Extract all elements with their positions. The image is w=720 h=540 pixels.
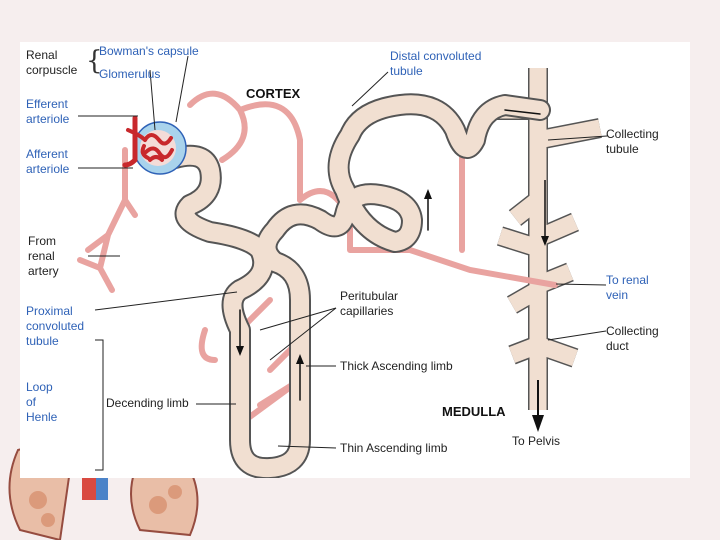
collecting-duct-shape xyxy=(492,68,602,432)
renal-corpuscle-shape xyxy=(122,115,187,175)
thin-ascending-limb-label: Thin Ascending limb xyxy=(340,441,448,455)
renal-corpuscle-brace: { xyxy=(86,46,103,76)
leader-lines xyxy=(78,55,608,471)
bowmans-capsule-label: Bowman's capsule xyxy=(99,44,199,58)
glomerulus-label: Glomerulus xyxy=(99,67,161,81)
descending-limb-label: Decending limb xyxy=(106,396,189,410)
to-pelvis-label: To Pelvis xyxy=(512,434,561,448)
nephron-tubule-shape xyxy=(164,93,551,478)
medulla-label: MEDULLA xyxy=(442,404,506,419)
nephron-diagram xyxy=(77,55,608,478)
thick-ascending-limb-label: Thick Ascending limb xyxy=(340,359,453,373)
cortex-label: CORTEX xyxy=(246,86,301,101)
